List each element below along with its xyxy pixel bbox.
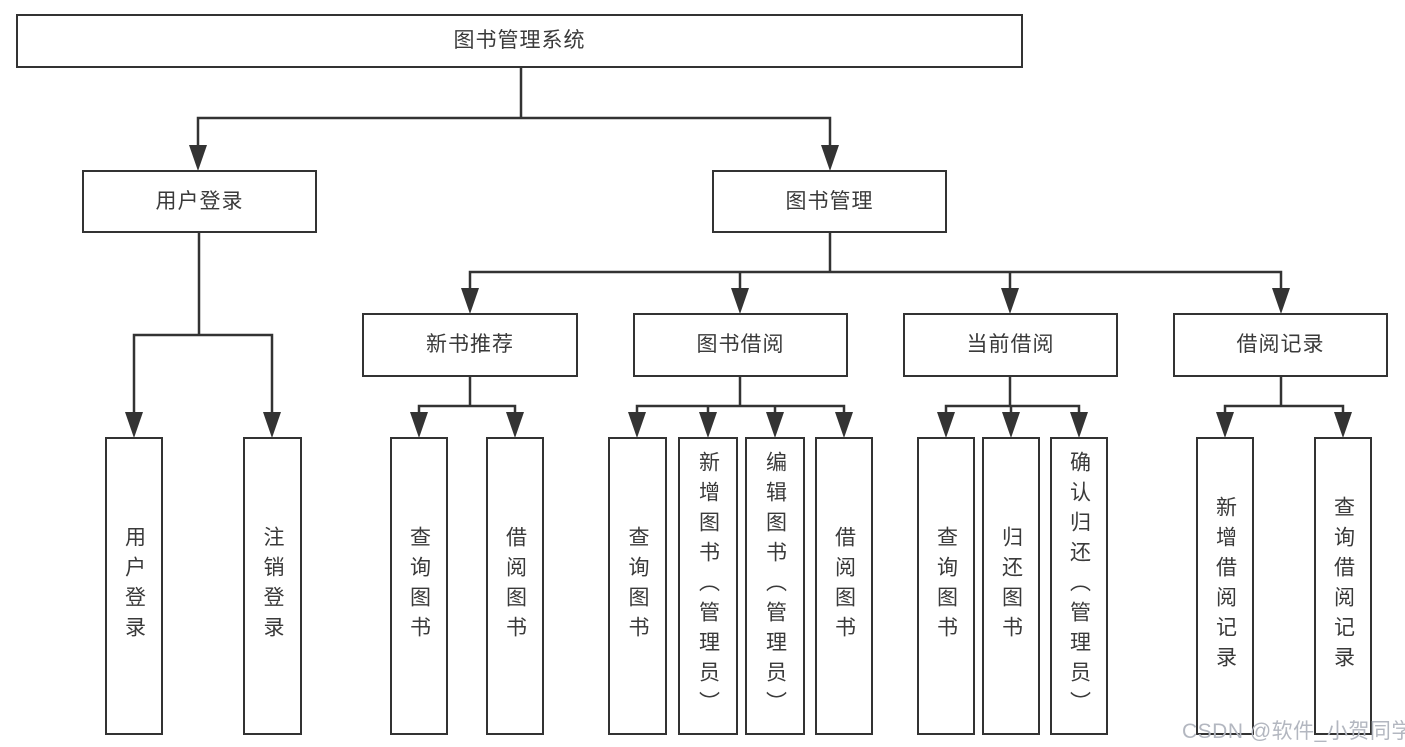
- arrow-down-icon: [1216, 412, 1234, 438]
- arrow-down-icon: [410, 412, 428, 438]
- arrow-down-icon: [835, 412, 853, 438]
- leaf-query-books-borrow: 查询图书: [608, 437, 667, 735]
- leaf-query-borrow-record: 查询借阅记录: [1314, 437, 1372, 735]
- leaf-query-books-current: 查询图书: [917, 437, 975, 735]
- node-book-borrowing: 图书借阅: [633, 313, 848, 377]
- arrow-down-icon: [628, 412, 646, 438]
- arrow-down-icon: [731, 288, 749, 314]
- watermark: CSDN @软件_小贺同学: [1182, 720, 1405, 743]
- arrow-down-icon: [506, 412, 524, 438]
- node-book-management: 图书管理: [712, 170, 947, 233]
- arrow-down-icon: [1334, 412, 1352, 438]
- leaf-logout: 注销登录: [243, 437, 302, 735]
- arrow-down-icon: [125, 412, 143, 438]
- arrow-down-icon: [699, 412, 717, 438]
- arrow-down-icon: [937, 412, 955, 438]
- leaf-user-login: 用户登录: [105, 437, 163, 735]
- leaf-borrow-books: 借阅图书: [815, 437, 873, 735]
- leaf-query-books-recommend: 查询图书: [390, 437, 448, 735]
- arrow-down-icon: [821, 145, 839, 171]
- arrow-down-icon: [766, 412, 784, 438]
- leaf-edit-book-admin: 编辑图书（管理员）: [745, 437, 805, 735]
- arrow-down-icon: [1002, 412, 1020, 438]
- leaf-add-book-admin: 新增图书（管理员）: [678, 437, 738, 735]
- arrow-down-icon: [1272, 288, 1290, 314]
- leaf-add-borrow-record: 新增借阅记录: [1196, 437, 1254, 735]
- leaf-borrow-books-recommend: 借阅图书: [486, 437, 544, 735]
- arrow-down-icon: [461, 288, 479, 314]
- node-borrowing-records: 借阅记录: [1173, 313, 1388, 377]
- node-user-login: 用户登录: [82, 170, 317, 233]
- node-new-book-recommendation: 新书推荐: [362, 313, 578, 377]
- arrow-down-icon: [1070, 412, 1088, 438]
- arrow-down-icon: [1001, 288, 1019, 314]
- arrow-down-icon: [263, 412, 281, 438]
- leaf-confirm-return-admin: 确认归还（管理员）: [1050, 437, 1108, 735]
- arrow-down-icon: [189, 145, 207, 171]
- node-library-management-system: 图书管理系统: [16, 14, 1023, 68]
- leaf-return-books: 归还图书: [982, 437, 1040, 735]
- node-current-borrowing: 当前借阅: [903, 313, 1118, 377]
